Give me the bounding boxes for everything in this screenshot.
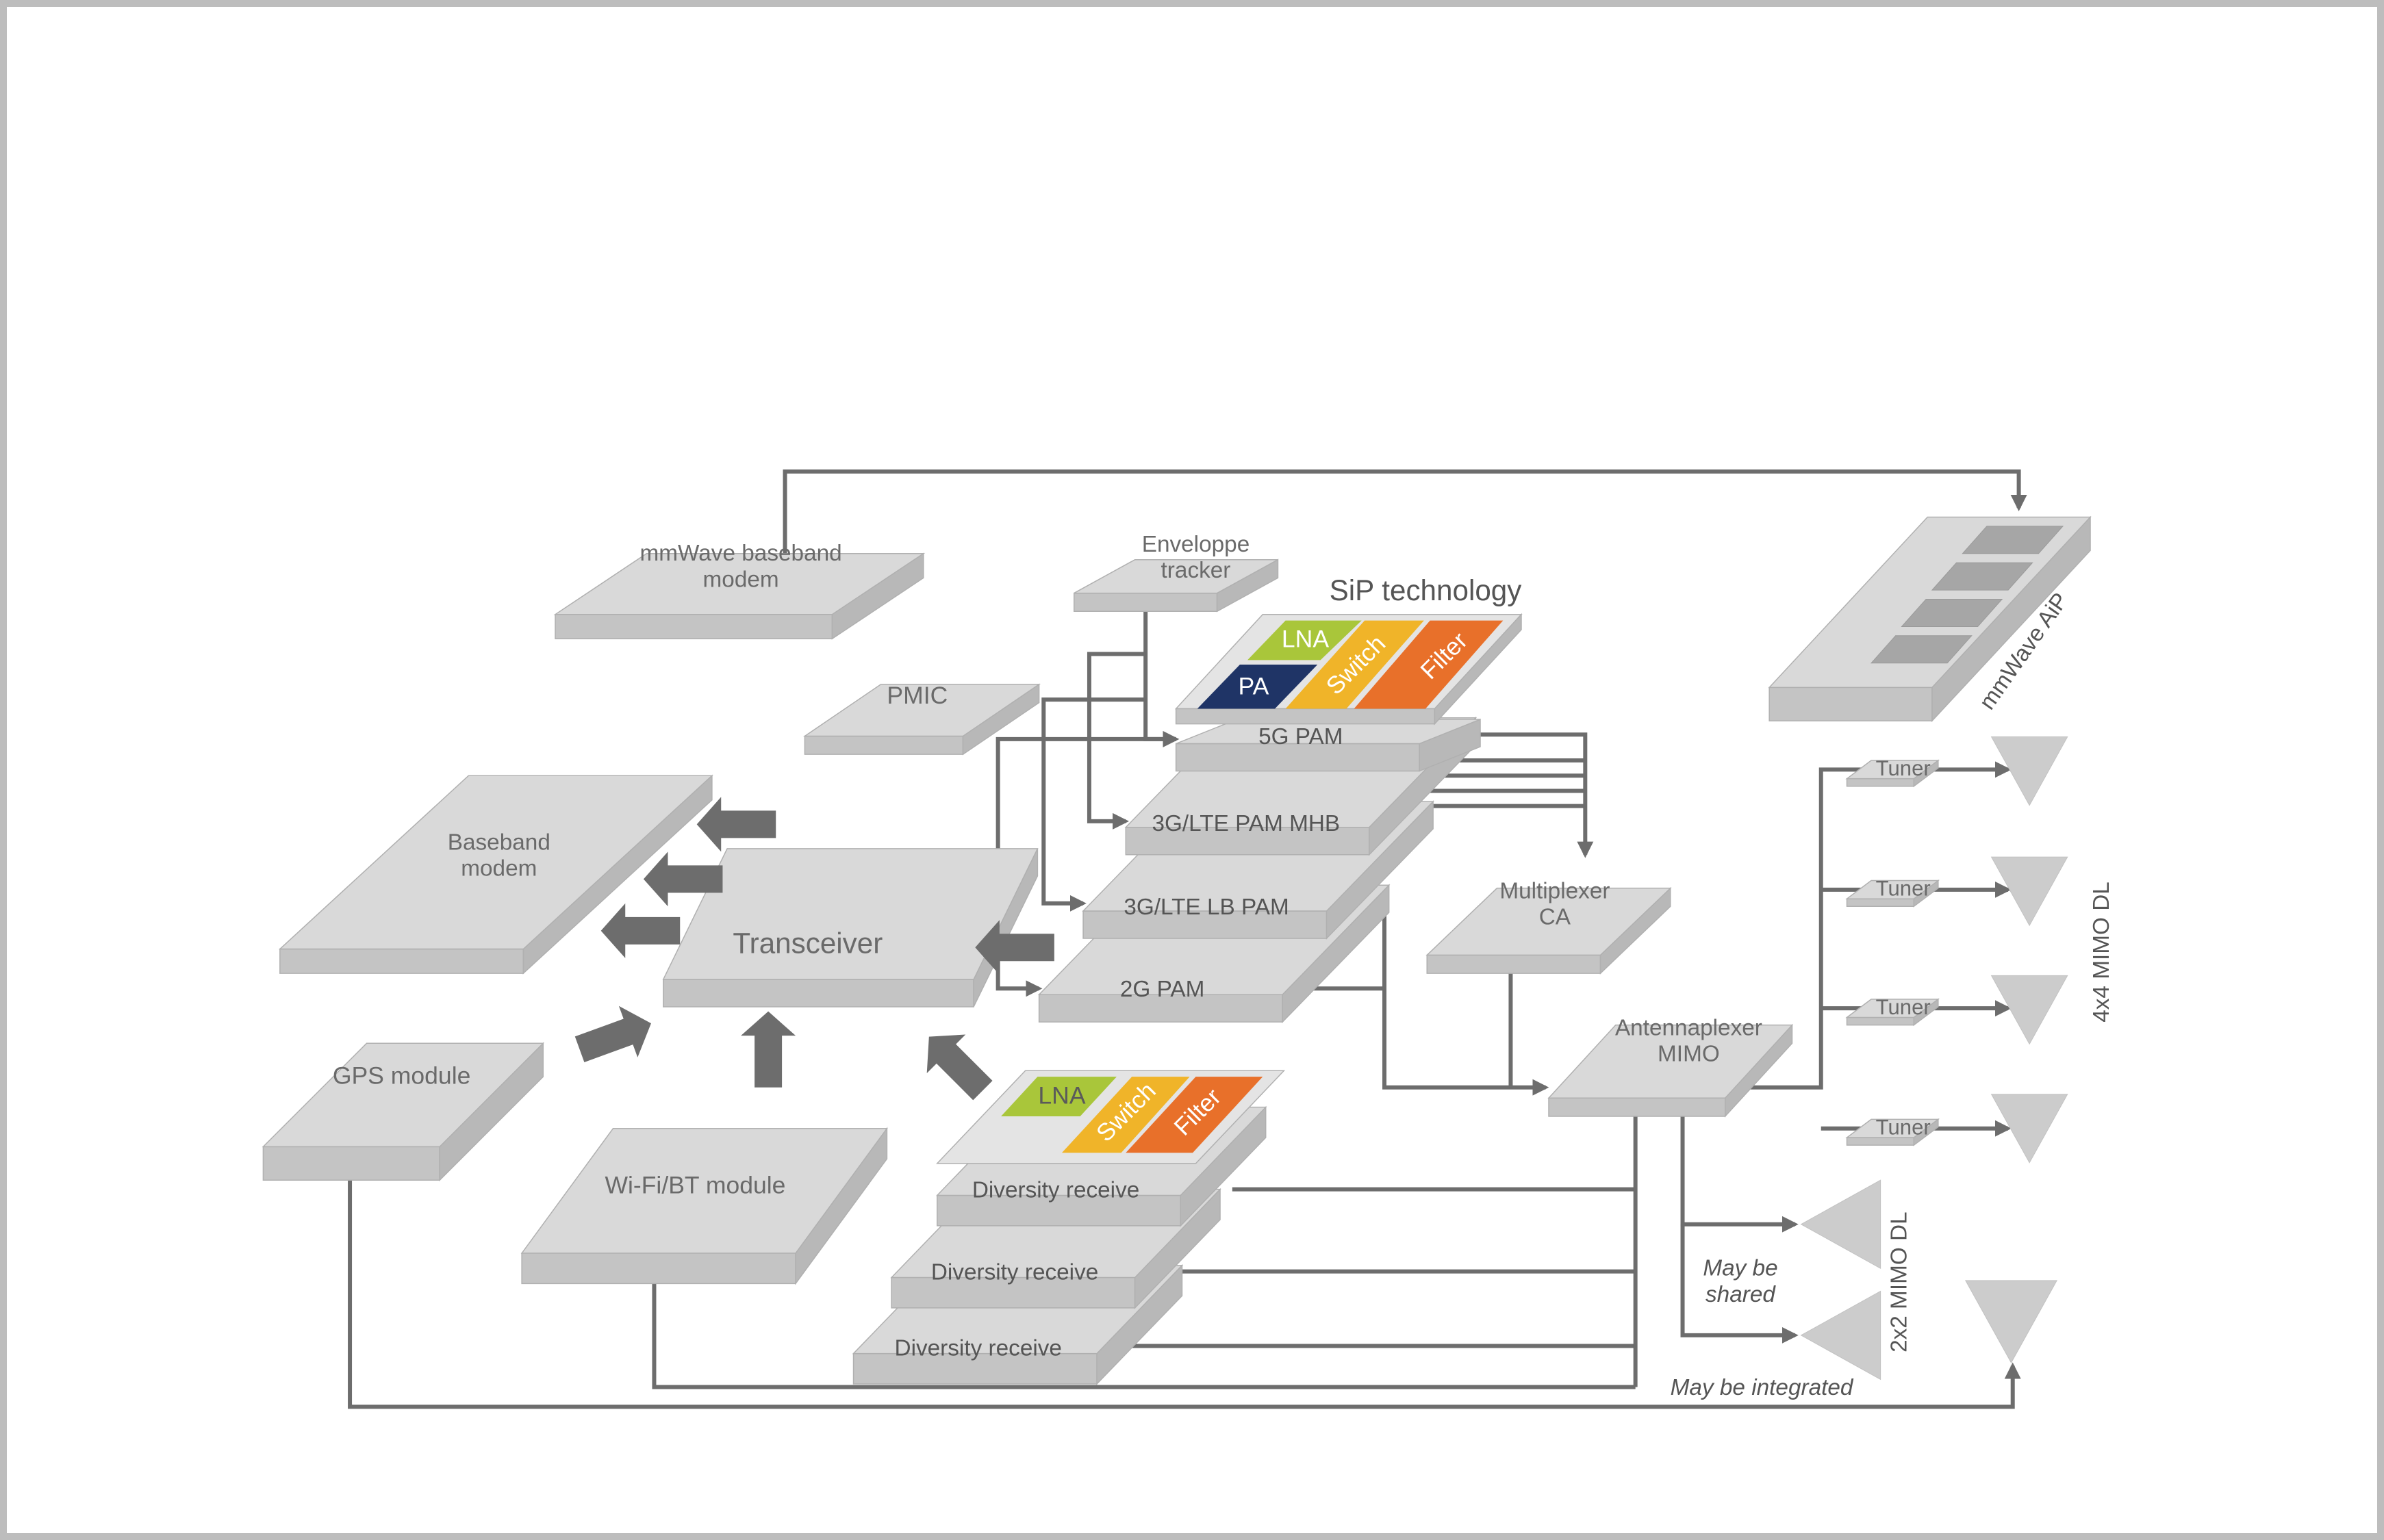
- may-be-integrated-note: May be integrated: [1671, 1375, 1854, 1400]
- antenna-2x2-1-icon: [1800, 1179, 1881, 1269]
- wifi-line: [652, 1262, 1636, 1389]
- block-tuner-3: [1845, 998, 1940, 1027]
- aip-patch-antenna: [1870, 635, 1973, 664]
- diversity-1-label: Diversity receive: [972, 1177, 1139, 1203]
- chip-lna-diversity-label: LNA: [1038, 1081, 1085, 1109]
- block-mmwave-aip: mmWave AiP: [1768, 515, 2092, 723]
- sip-technology-title: SiP technology: [1330, 574, 1523, 606]
- pam-mhb-label: 3G/LTE PAM MHB: [1152, 811, 1340, 836]
- arrow-transceiver-baseband-3: [600, 903, 681, 958]
- envelope-5g-line: [1143, 608, 1180, 747]
- arrow-diversity-transceiver: [926, 1034, 993, 1101]
- pam-lb-label: 3G/LTE LB PAM: [1124, 895, 1289, 920]
- pam-2g-label: 2G PAM: [1120, 977, 1204, 1002]
- aip-patch-antenna: [1901, 598, 2003, 627]
- antenna-4x4-3-icon: [1990, 975, 2068, 1045]
- antenna-4x4-1-icon: [1990, 736, 2068, 806]
- chip-pa: PA: [1197, 665, 1318, 709]
- antenna-2x2-2-icon: [1800, 1290, 1881, 1381]
- arrow-pam-transceiver: [975, 920, 1054, 975]
- aip-patch-antenna: [1931, 562, 2033, 591]
- mimo-2x2-label: 2x2 MIMO DL: [1887, 1211, 1912, 1352]
- tuner-4-label: Tuner: [1876, 1115, 1931, 1139]
- diversity-3-label: Diversity receive: [895, 1335, 1062, 1361]
- block-pam-5g: [1175, 718, 1481, 772]
- diversity-2-label: Diversity receive: [931, 1259, 1098, 1285]
- arrow-transceiver-baseband-2: [643, 851, 723, 907]
- antenna-4x4-4-icon: [1990, 1094, 2068, 1164]
- tuner-3-label: Tuner: [1876, 995, 1931, 1019]
- block-pmic-label: PMIC: [887, 682, 948, 709]
- gps-antenna-line: [348, 1159, 2021, 1409]
- aip-patch-antenna: [1962, 526, 2064, 554]
- arrow-wifi-transceiver: [741, 1011, 796, 1088]
- antenna-4x4-2-icon: [1990, 856, 2068, 927]
- block-tuner-4: [1845, 1118, 1940, 1146]
- block-gps: GPS module: [262, 1042, 545, 1182]
- tuner-1-label: Tuner: [1876, 756, 1931, 780]
- mimo2x2-lower-line: [1680, 1224, 1799, 1344]
- antenna-integrated-icon: [1964, 1280, 2057, 1363]
- block-transceiver-label: Transceiver: [733, 927, 883, 959]
- envelope-lb-line: [1041, 697, 1146, 912]
- mmwave-link-line: [783, 469, 2027, 615]
- arrow-gps-transceiver: [574, 1005, 651, 1062]
- block-gps-label: GPS module: [333, 1062, 471, 1089]
- block-wifi-bt: Wi-Fi/BT module: [520, 1127, 888, 1285]
- antenna-layer: [1800, 736, 2068, 1381]
- chip-lna-diversity: LNA: [1001, 1077, 1117, 1116]
- chip-lna-top: LNA: [1247, 620, 1362, 660]
- mimo-4x4-label: 4x4 MIMO DL: [2089, 882, 2114, 1023]
- mimo2x2-upper-line: [1680, 1102, 1799, 1233]
- block-wifi-bt-label: Wi-Fi/BT module: [605, 1171, 785, 1198]
- block-pmic: PMIC: [803, 682, 1041, 756]
- tuner-2-label: Tuner: [1876, 877, 1931, 901]
- chip-pa-label: PA: [1239, 673, 1269, 700]
- block-tuner-1: [1845, 759, 1940, 788]
- pam-5g-label: 5G PAM: [1258, 724, 1343, 749]
- block-tuner-2: [1845, 880, 1940, 908]
- arrow-transceiver-baseband-1: [696, 797, 776, 852]
- chip-lna-top-label: LNA: [1282, 626, 1329, 653]
